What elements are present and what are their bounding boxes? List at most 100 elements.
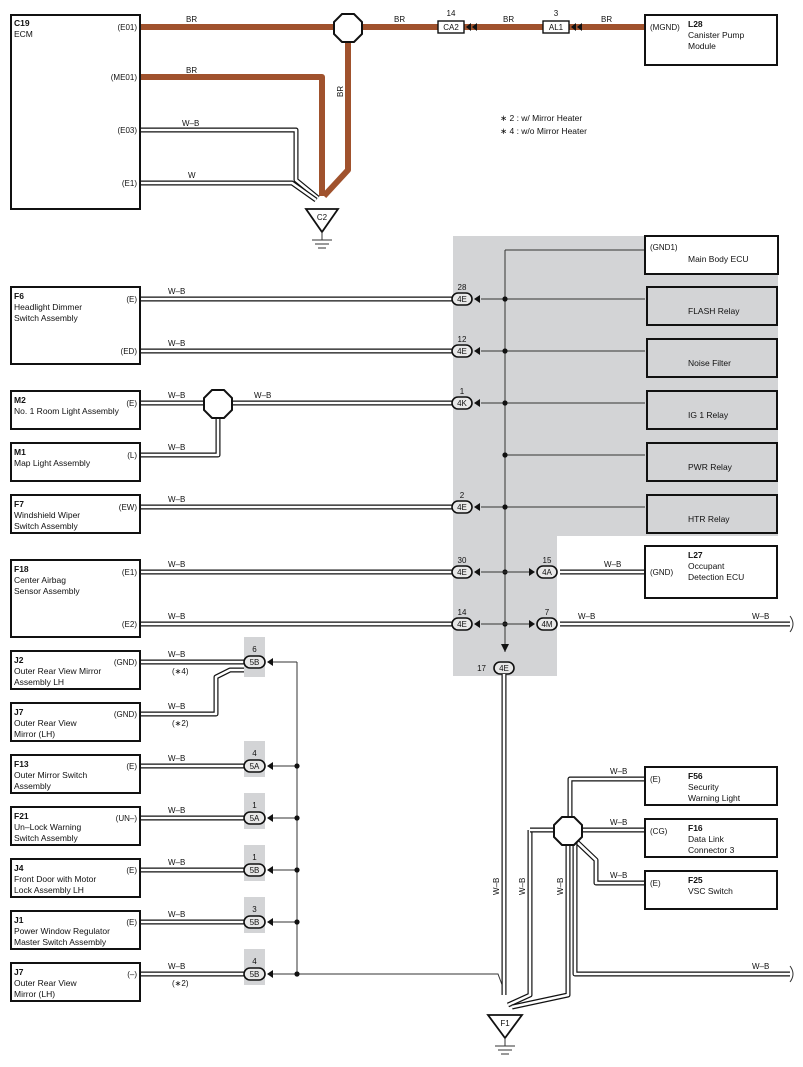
- connector-ca2: [437, 20, 465, 34]
- power-window-pin: (E): [126, 918, 137, 927]
- wire-label-br-1: BR: [186, 15, 197, 24]
- ecm-section: C19 ECM (E01) (ME01) (E03) (E1) BR BR BR…: [10, 9, 778, 249]
- svg-text:4E: 4E: [457, 295, 467, 304]
- airbag-sensor-code: F18: [14, 564, 29, 574]
- occupant-detection-box: [644, 545, 778, 599]
- wire-label-wb-f13: W–B: [168, 754, 185, 763]
- connector-ca2-pin: 14: [447, 9, 456, 18]
- svg-text:4E: 4E: [457, 568, 467, 577]
- canister-pump-box: [644, 14, 778, 66]
- wire-label-wb-f6-e: W–B: [168, 287, 185, 296]
- note-mirror-heater: ∗ 2 : w/ Mirror Heater: [500, 113, 582, 123]
- wire-label-wb-j4: W–B: [168, 858, 185, 867]
- relay-htr: [646, 494, 778, 534]
- ecm-pin-e01: (E01): [117, 23, 137, 32]
- connector-ca2-arrow-icon: [466, 23, 477, 31]
- wire-label-wb-4m: W–B: [578, 612, 595, 621]
- svg-text:4E: 4E: [499, 664, 509, 673]
- security-light-box: [644, 766, 778, 806]
- ground-f1-symbol-icon: [495, 1038, 515, 1055]
- wire-label-wb-j1: W–B: [168, 910, 185, 919]
- airbag-sensor-line2: Sensor Assembly: [14, 586, 80, 596]
- svg-text:5A: 5A: [250, 814, 260, 823]
- wire-label-wb-j2: W–B: [168, 650, 185, 659]
- connector-al1-id: AL1: [549, 23, 564, 32]
- connector-ca2-id: CA2: [443, 23, 459, 32]
- rear-view-mirror-a-line1: Outer Rear View: [14, 718, 78, 728]
- wire-label-wb-f6-ed: W–B: [168, 339, 185, 348]
- svg-text:4E: 4E: [457, 620, 467, 629]
- main-body-ecu-box: [644, 235, 779, 275]
- connector-5b-6-pin: 6: [252, 645, 257, 654]
- occupant-detection-code: L27: [688, 550, 703, 560]
- vsc-switch-box: [644, 870, 778, 910]
- power-window-box: [10, 910, 141, 950]
- data-link-box: [644, 818, 778, 858]
- power-window-code: J1: [14, 915, 24, 925]
- wiper-switch-code: F7: [14, 499, 24, 509]
- main-body-ecu-section: (GND1) Main Body ECU FLASH Relay Noise F…: [10, 235, 794, 675]
- wire-label-br-vertical: BR: [336, 86, 345, 97]
- note-j2: (∗4): [172, 667, 189, 676]
- relay-flash: [646, 286, 778, 326]
- canister-pump-line1: Canister Pump: [688, 30, 744, 40]
- room-light-box: [10, 390, 141, 430]
- front-door-lock-line2: Lock Assembly LH: [14, 885, 84, 895]
- canister-pump-code: L28: [688, 19, 703, 29]
- wiper-switch-box: [10, 494, 141, 534]
- mirror-assembly-lh-line2: Assembly LH: [14, 677, 64, 687]
- svg-text:5A: 5A: [250, 762, 260, 771]
- wire-label-wb-bottom-right: W–B: [752, 962, 769, 971]
- connector-al1-pin: 3: [554, 9, 559, 18]
- rear-view-mirror-a-pin: (GND): [114, 710, 137, 719]
- main-body-ecu-pin: (GND1): [650, 243, 678, 252]
- note-j7a: (∗2): [172, 719, 189, 728]
- mirror-switch-box: [10, 754, 141, 794]
- room-light-line1: No. 1 Room Light Assembly: [14, 406, 120, 416]
- security-light-code: F56: [688, 771, 703, 781]
- security-light-line1: Security: [688, 782, 719, 792]
- svg-text:5B: 5B: [250, 918, 260, 927]
- connector-4e-2: 4E 2: [451, 491, 480, 514]
- svg-text:5B: 5B: [250, 866, 260, 875]
- mirror-switch-line2: Assembly: [14, 781, 52, 791]
- wire-label-wb-l27: W–B: [604, 560, 621, 569]
- ground-f1-label: F1: [500, 1019, 510, 1028]
- wire-label-wb-m2: W–B: [168, 391, 185, 400]
- connector-4a-15: 4A 15: [529, 556, 558, 579]
- map-light-line1: Map Light Assembly: [14, 458, 91, 468]
- map-light-box: [10, 442, 141, 482]
- headlight-dimmer-line1: Headlight Dimmer: [14, 302, 82, 312]
- unlock-warning-line2: Switch Assembly: [14, 833, 79, 843]
- svg-text:4M: 4M: [541, 620, 552, 629]
- connector-4e-14: 4E 14: [451, 608, 480, 631]
- wire-label-wb-f16: W–B: [610, 818, 627, 827]
- svg-text:4A: 4A: [542, 568, 552, 577]
- connector-4m-7: 4M 7: [529, 608, 558, 631]
- ecm-name: ECM: [14, 29, 33, 39]
- svg-text:4K: 4K: [457, 399, 467, 408]
- occupant-detection-pin: (GND): [650, 568, 673, 577]
- relay-pwr: [646, 442, 778, 482]
- headlight-dimmer-pin-e: (E): [126, 295, 137, 304]
- connector-4k-1-pin: 1: [460, 387, 465, 396]
- front-door-lock-box: [10, 858, 141, 898]
- wire-label-wb-j7b: W–B: [168, 962, 185, 971]
- svg-text:4E: 4E: [457, 347, 467, 356]
- rear-view-mirror-b-box: [10, 962, 141, 1002]
- ground-c2-label: C2: [317, 213, 328, 222]
- ecm-pin-e1: (E1): [122, 179, 137, 188]
- note-no-mirror-heater: ∗ 4 : w/o Mirror Heater: [500, 126, 587, 136]
- mirror-switch-line1: Outer Mirror Switch: [14, 770, 87, 780]
- canister-pump-line2: Module: [688, 41, 716, 51]
- wire-label-br-3: BR: [503, 15, 514, 24]
- svg-text:5B: 5B: [250, 658, 260, 667]
- rear-view-mirror-a-line2: Mirror (LH): [14, 729, 55, 739]
- connector-4e-12-pin: 12: [458, 335, 467, 344]
- connector-al1-arrow-icon: [571, 23, 582, 31]
- connector-4e-28: 4E 28: [451, 283, 480, 306]
- data-link-line2: Connector 3: [688, 845, 735, 855]
- connector-4k-1: 4K 1: [451, 387, 480, 410]
- mirror-assembly-lh-box: [10, 650, 141, 690]
